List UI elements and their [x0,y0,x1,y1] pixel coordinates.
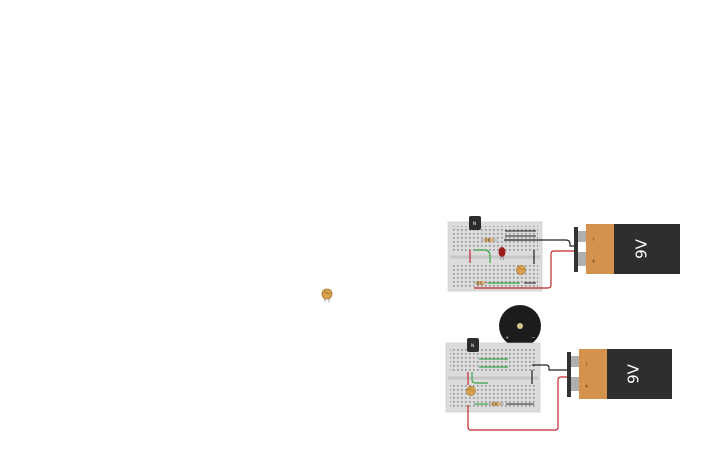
buzzer-plus: + [505,335,509,341]
loose-photoresistor[interactable] [321,288,333,302]
wire-red-top-to-battery[interactable] [474,250,574,289]
chip-top-label: N [473,221,476,226]
buzzer-minus: − [531,335,535,341]
battery-top-minus: − [590,237,596,241]
chip-bottom-label: N [471,343,474,348]
wire-red-bottom-to-battery[interactable] [467,376,567,431]
buzzer[interactable]: + − [499,305,541,347]
resistor-top-1[interactable] [481,238,497,242]
battery-top-plus: + [590,259,596,263]
chip-bottom[interactable]: N [467,338,479,352]
battery-bottom[interactable]: − + 9V [567,349,672,399]
wire-green-top-curve[interactable] [474,249,491,263]
led-top[interactable] [498,247,506,260]
wire-green-bottom-curve[interactable] [471,372,488,384]
wire-black-bottom-to-battery[interactable] [532,364,567,371]
battery-top[interactable]: − + 9V [574,224,680,274]
chip-top[interactable]: N [469,216,481,230]
bottom-circuit: N − + 9V [445,338,672,431]
top-circuit: N [447,216,680,292]
battery-bottom-label: 9V [625,363,643,384]
resistor-top-2[interactable] [474,281,488,285]
photoresistor-bottom[interactable] [466,386,476,396]
battery-bottom-minus: − [583,362,589,366]
wire-black-top-to-battery[interactable] [504,239,574,247]
battery-bottom-plus: + [583,384,589,388]
breadboard-bottom[interactable] [445,342,541,413]
breadboard-top[interactable] [447,221,543,292]
photoresistor-top[interactable] [516,265,526,275]
battery-top-label: 9V [633,238,651,259]
resistor-bottom[interactable] [488,402,504,406]
